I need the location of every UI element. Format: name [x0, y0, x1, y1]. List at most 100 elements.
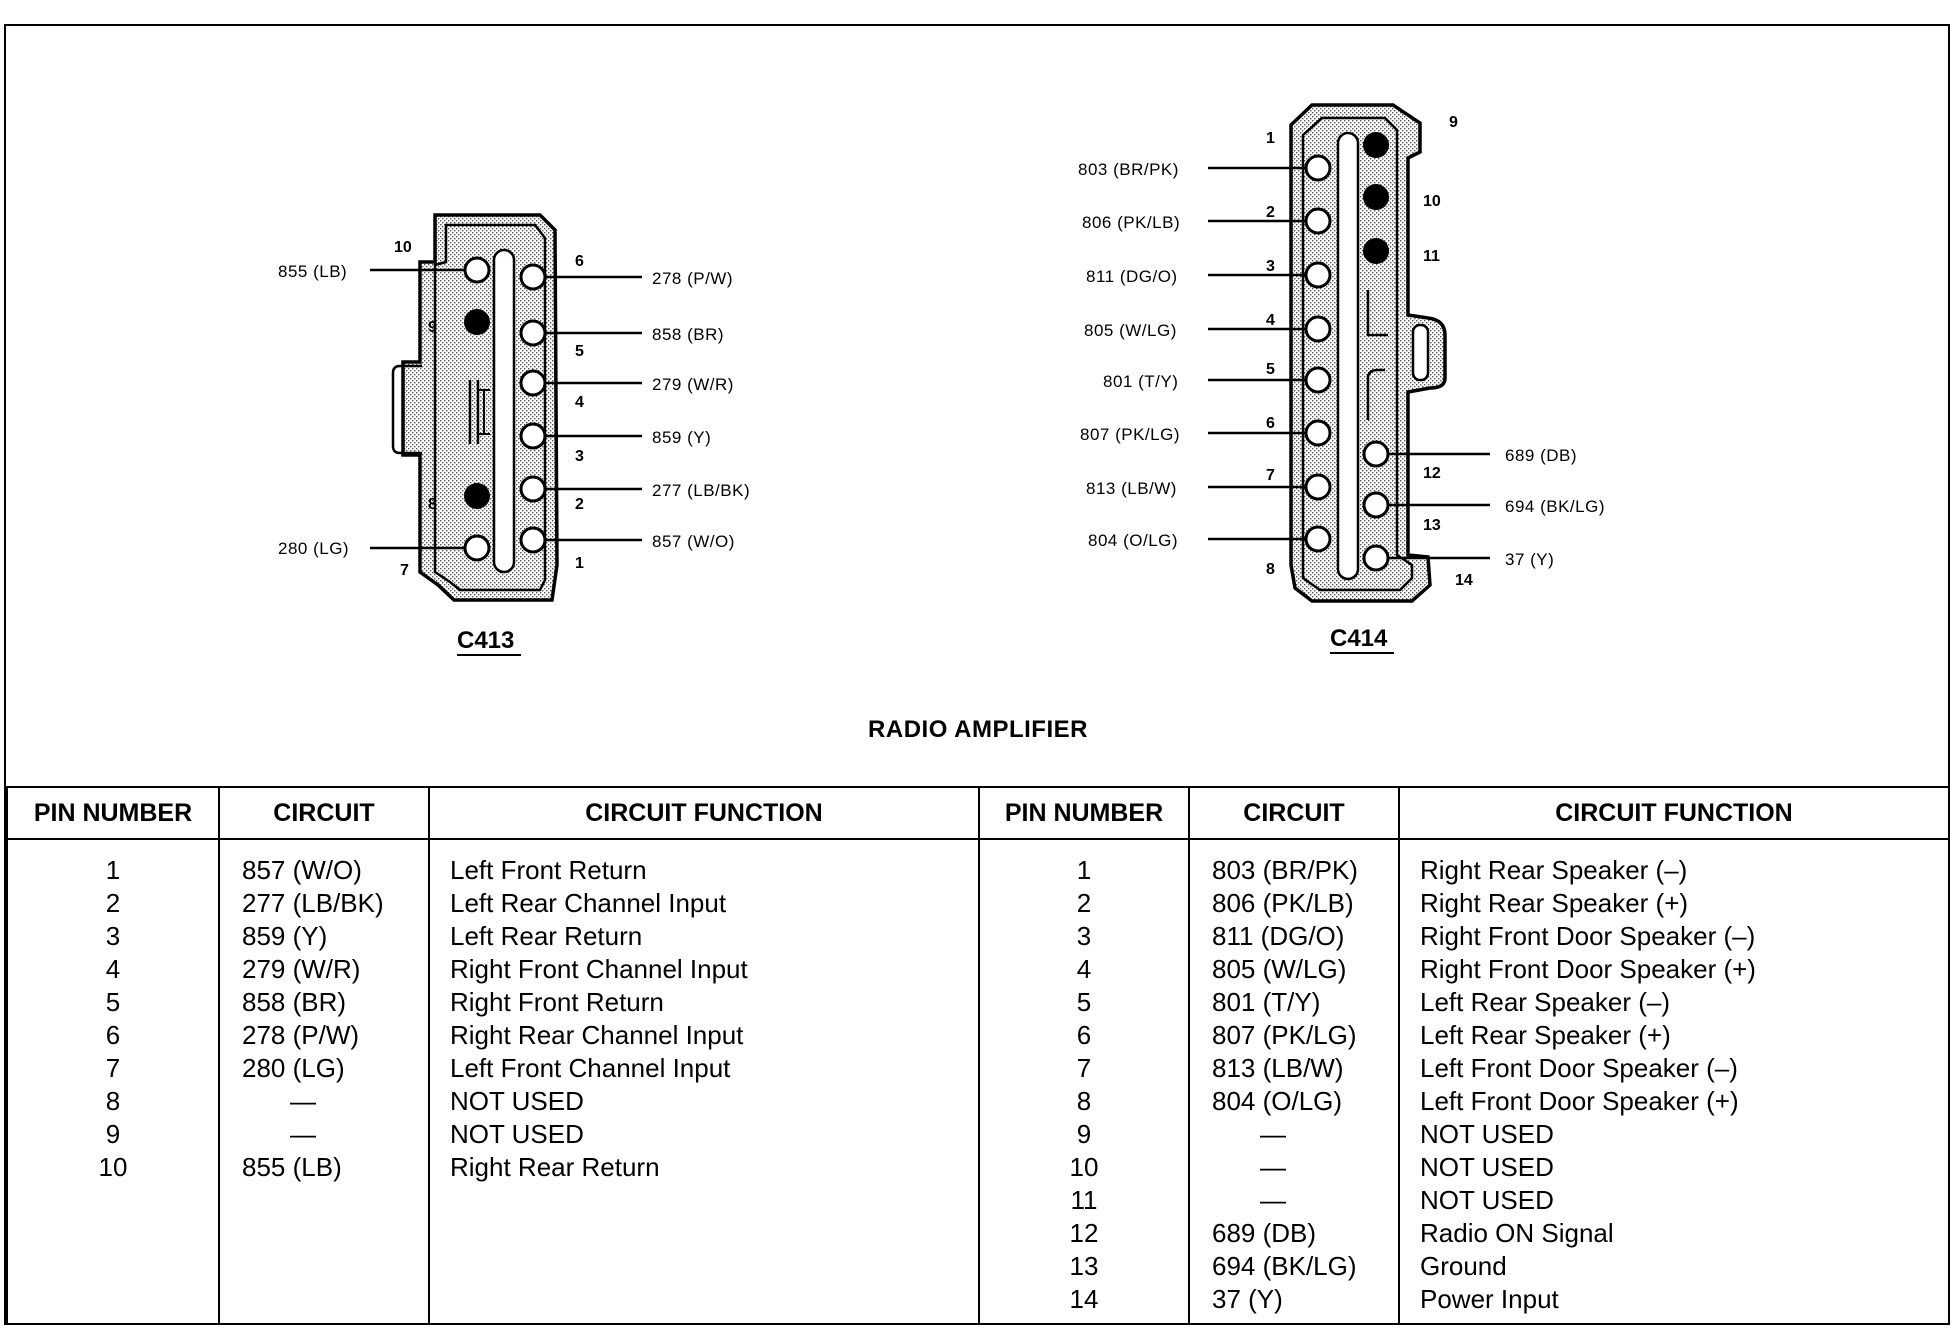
header-circuit-function: CIRCUIT FUNCTION	[1398, 786, 1950, 840]
table-cell: Right Rear Speaker (–)	[1420, 855, 1688, 885]
header-circuit: CIRCUIT	[218, 786, 430, 840]
table-cell: Radio ON Signal	[1420, 1218, 1614, 1248]
table-cell: 279 (W/R)	[242, 954, 361, 984]
c413-cavity-7	[463, 534, 491, 562]
c414-cavity-9	[1363, 132, 1389, 158]
c414-cavity-12	[1362, 440, 1390, 468]
c414-cavity-2	[1304, 207, 1332, 235]
c413-cavities	[463, 256, 547, 562]
c413-function-column: Left Front Return Left Rear Channel Inpu…	[428, 839, 980, 1323]
table-cell: —	[1260, 1185, 1286, 1215]
table-cell: 7	[105, 1053, 121, 1083]
table-cell: 694 (BK/LG)	[1212, 1251, 1357, 1281]
table-cell: NOT USED	[1420, 1185, 1554, 1215]
c413-pin-numbers: 10 9 8 7 6 5 4 3 2 1	[394, 239, 584, 579]
c414-pin-number: 14	[1455, 572, 1473, 589]
section-title: RADIO AMPLIFIER	[868, 716, 1088, 743]
c414-circuit-label: 694 (BK/LG)	[1505, 497, 1605, 516]
table-cell: Left Front Door Speaker (–)	[1420, 1053, 1738, 1083]
c414-pin-number: 5	[1266, 361, 1275, 378]
table-cell: Right Front Door Speaker (+)	[1420, 954, 1756, 984]
c414-pin-number: 6	[1266, 415, 1275, 432]
table-cell: Left Rear Speaker (–)	[1420, 987, 1671, 1017]
c413-cavity-8	[464, 483, 490, 509]
c413-circuit-label: 857 (W/O)	[652, 532, 735, 551]
table-cell: 4	[105, 954, 121, 984]
table-cell: 855 (LB)	[242, 1152, 342, 1182]
header-pin-number: PIN NUMBER	[6, 786, 220, 840]
table-cell: 10	[98, 1152, 128, 1182]
c413-pin-number: 1	[575, 555, 584, 572]
header-circuit-function: CIRCUIT FUNCTION	[428, 786, 980, 840]
c414-circuit-label: 806 (PK/LB)	[1082, 213, 1180, 232]
table-cell: 5	[1076, 987, 1092, 1017]
table-cell: 9	[1076, 1119, 1092, 1149]
c414-pin-number: 10	[1423, 193, 1441, 210]
table-cell: Right Rear Channel Input	[450, 1020, 744, 1050]
table-cell: Left Front Door Speaker (+)	[1420, 1086, 1739, 1116]
c414-connector	[1289, 103, 1447, 603]
c413-center-rail	[492, 248, 516, 574]
c414-cavities	[1304, 132, 1390, 572]
table-cell: 3	[1076, 921, 1092, 951]
c413-circuit-label: 280 (LG)	[278, 539, 349, 558]
table-cell: Right Front Channel Input	[450, 954, 748, 984]
header-pin-number: PIN NUMBER	[978, 786, 1190, 840]
table-cell: 806 (PK/LB)	[1212, 888, 1354, 918]
table-cell: 2	[105, 888, 121, 918]
table-cell: Left Front Channel Input	[450, 1053, 731, 1083]
table-cell: 858 (BR)	[242, 987, 347, 1017]
table-cell: —	[290, 1119, 316, 1149]
table-cell: 807 (PK/LG)	[1212, 1020, 1357, 1050]
c414-cavity-10	[1363, 184, 1389, 210]
table-cell: 277 (LB/BK)	[242, 888, 384, 918]
table-cell: 689 (DB)	[1212, 1218, 1317, 1248]
table-cell: 813 (LB/W)	[1212, 1053, 1344, 1083]
table-cell: Left Rear Return	[450, 921, 643, 951]
c414-pin-number: 9	[1449, 114, 1458, 131]
c414-cavity-13	[1362, 491, 1390, 519]
c413-pin-number: 4	[575, 394, 584, 411]
table-cell: 859 (Y)	[242, 921, 328, 951]
c414-circuit-label: 805 (W/LG)	[1084, 321, 1177, 340]
c414-pin-numbers: 1 2 3 4 5 6 7 8 9 10 11 12 13 14	[1266, 114, 1473, 589]
table-cell: 37 (Y)	[1212, 1284, 1283, 1314]
diagram-frame	[4, 24, 1950, 1325]
c414-circuit-label: 801 (T/Y)	[1103, 372, 1178, 391]
c413-cavity-10	[463, 256, 491, 284]
c414-outer-shell	[1289, 103, 1447, 603]
table-cell: 801 (T/Y)	[1212, 987, 1321, 1017]
c414-circuit-label: 804 (O/LG)	[1088, 531, 1178, 550]
c414-cavity-14	[1362, 544, 1390, 572]
table-cell: Right Front Door Speaker (–)	[1420, 921, 1756, 951]
c413-leaders	[370, 268, 642, 550]
c414-cavity-5	[1304, 366, 1332, 394]
table-cell: Ground	[1420, 1251, 1507, 1281]
table-cell: 10	[1069, 1152, 1099, 1182]
table-cell: Left Rear Channel Input	[450, 888, 727, 918]
header-circuit: CIRCUIT	[1188, 786, 1400, 840]
c413-connector	[391, 213, 559, 602]
c413-cavity-5	[519, 319, 547, 347]
table-cell: —	[1260, 1119, 1286, 1149]
c413-pin-column: 1 2 3 4 5 6 7 8 9 10	[6, 839, 220, 1323]
c413-pin-number: 2	[575, 496, 584, 513]
table-cell: 13	[1069, 1251, 1099, 1281]
c414-center-rail	[1336, 131, 1360, 581]
table-cell: 11	[1070, 1185, 1098, 1215]
c414-cavity-4	[1304, 315, 1332, 343]
c414-pin-number: 1	[1266, 130, 1275, 147]
table-cell: Left Rear Speaker (+)	[1420, 1020, 1671, 1050]
table-cell: 8	[1076, 1086, 1092, 1116]
table-cell: 9	[105, 1119, 121, 1149]
c414-pin-column: 1 2 3 4 5 6 7 8 9 10 11 12 13 14	[978, 839, 1190, 1323]
table-cell: Right Rear Return	[450, 1152, 660, 1182]
c414-cavity-6	[1304, 419, 1332, 447]
c414-cavity-1	[1304, 154, 1332, 182]
c413-pin-number: 3	[575, 448, 584, 465]
c414-inner-outline	[1301, 116, 1414, 592]
c414-cavity-11	[1363, 238, 1389, 264]
c414-pin-number: 7	[1266, 467, 1275, 484]
table-cell: 7	[1076, 1053, 1092, 1083]
c414-pin-number: 11	[1423, 248, 1440, 265]
